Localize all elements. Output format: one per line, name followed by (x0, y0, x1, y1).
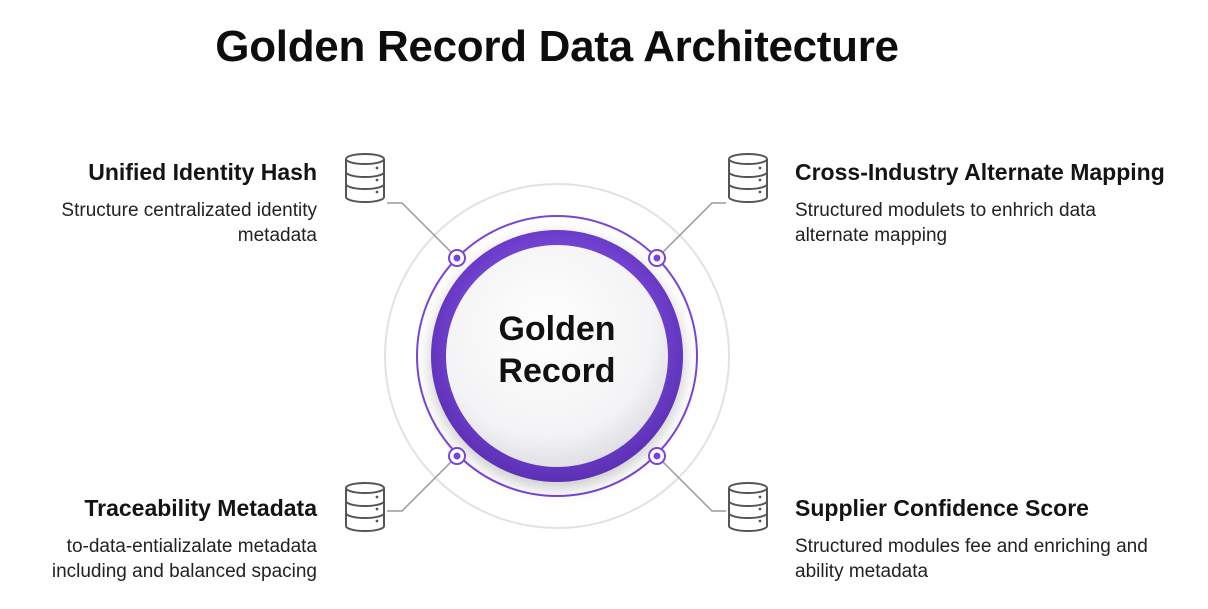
node-heading: Traceability Metadata (84, 495, 317, 521)
node-dot-tr (648, 249, 666, 267)
node-description: Structured modules fee and enriching and… (795, 536, 1148, 582)
node-description: Structured modulets to enhrich data alte… (795, 200, 1097, 246)
center-label-line1: Golden (498, 310, 616, 348)
database-icon (345, 153, 385, 203)
orbit-ring (416, 215, 698, 497)
database-icon (728, 153, 768, 203)
page-title: Golden Record Data Architecture (215, 22, 899, 71)
node-heading: Unified Identity Hash (88, 159, 317, 185)
node-traceability-metadata: Traceability Metadata to-data-entializal… (0, 495, 317, 584)
node-unified-identity-hash: Unified Identity Hash Structure centrali… (0, 159, 317, 248)
node-description: to-data-entializalate metadata including… (51, 536, 317, 582)
core-disc (446, 245, 668, 467)
node-dot-tl (448, 249, 466, 267)
node-supplier-confidence-score: Supplier Confidence Score Structured mod… (795, 495, 1195, 584)
connector-line-bl (387, 455, 458, 512)
node-description: Structure centralizated identity metadat… (61, 200, 317, 246)
connector-line-br (656, 455, 726, 512)
node-dot-br (648, 447, 666, 465)
node-cross-industry-alternate-mapping: Cross-Industry Alternate Mapping Structu… (795, 159, 1195, 248)
connector-line-tl (387, 202, 458, 259)
node-heading: Cross-Industry Alternate Mapping (795, 159, 1165, 185)
center-label: Golden Record (457, 308, 657, 392)
database-icon (728, 482, 768, 532)
outer-ring (384, 183, 730, 529)
database-icon (345, 482, 385, 532)
center-label-line2: Record (498, 352, 616, 390)
node-dot-bl (448, 447, 466, 465)
node-heading: Supplier Confidence Score (795, 495, 1089, 521)
connector-line-tr (656, 202, 726, 259)
